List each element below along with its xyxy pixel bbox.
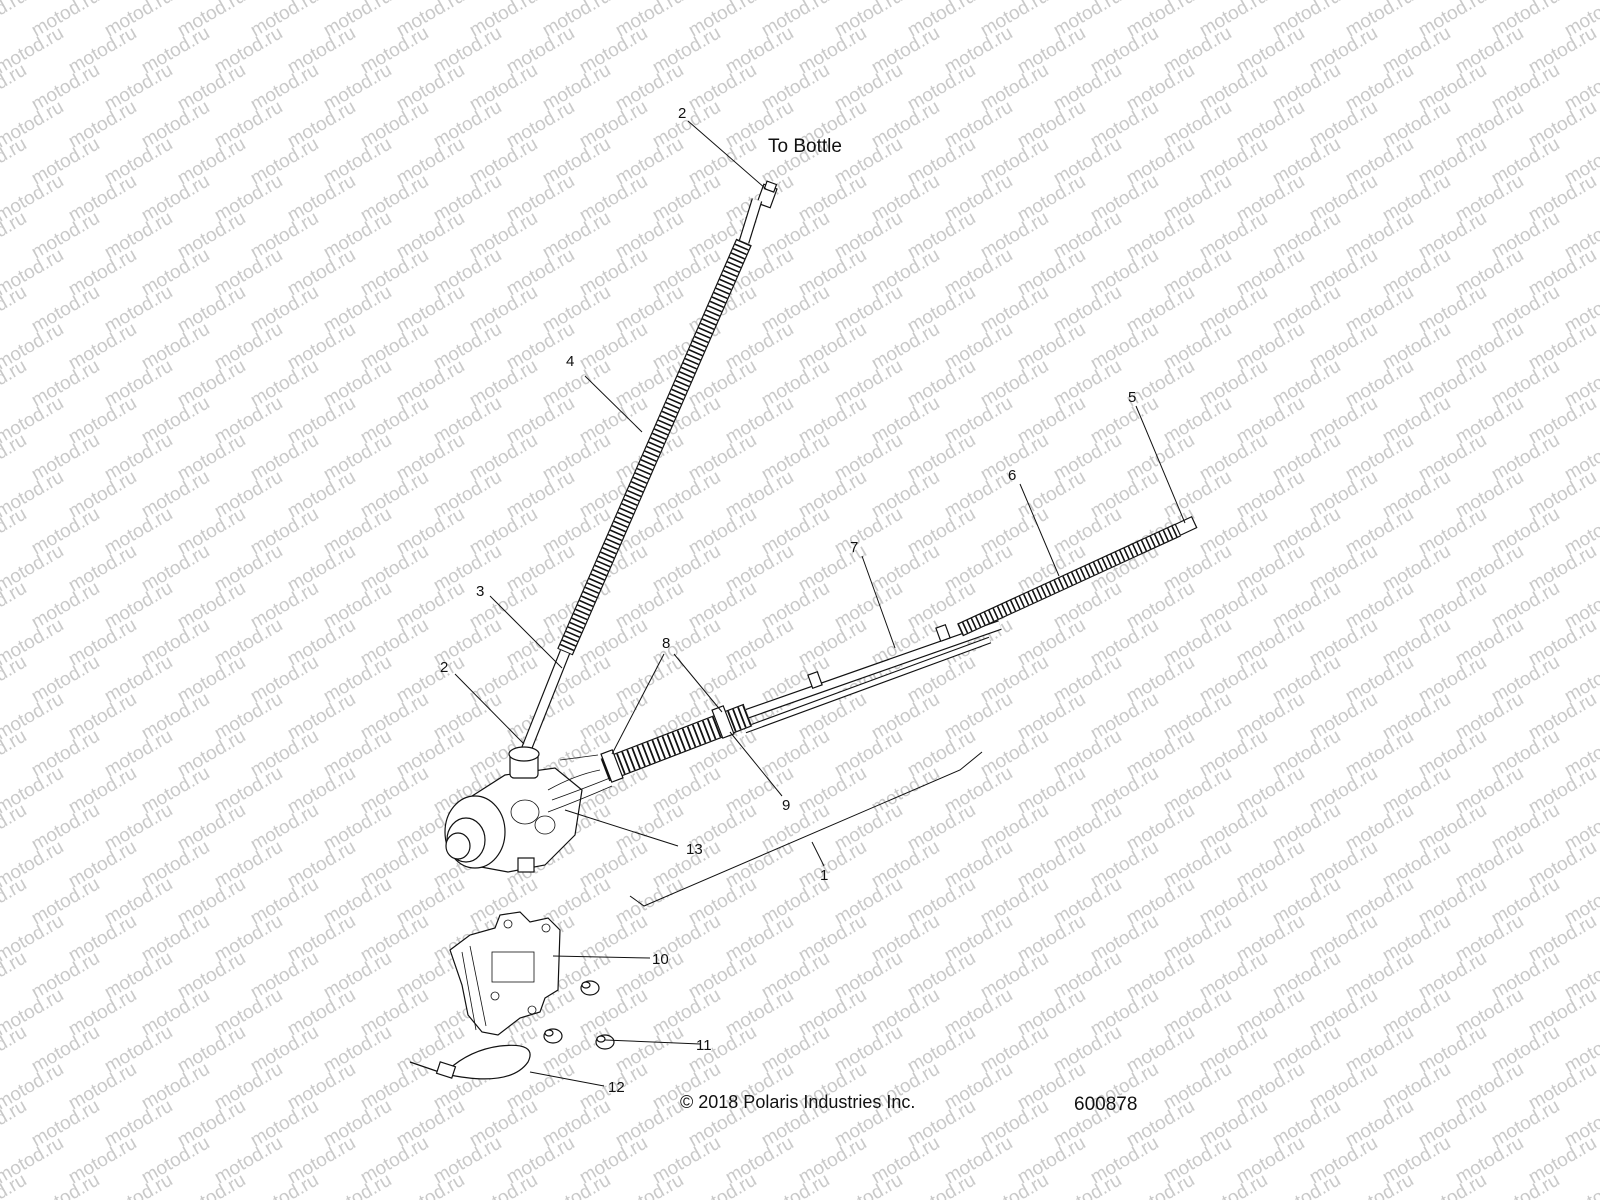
- watermark-text: motod.ru: [1050, 1170, 1125, 1200]
- cable-tie: [409, 1044, 531, 1080]
- watermark-text: motod.ru: [0, 282, 30, 338]
- watermark-text: motod.ru: [1561, 1170, 1600, 1200]
- callout-12: 12: [608, 1079, 625, 1096]
- watermark-text: motod.ru: [1269, 1170, 1344, 1200]
- watermark-text: motod.ru: [0, 578, 30, 634]
- callout-labels: 2 4 3 2 5 6 7 8 9 13 1 10 11 12: [440, 105, 1136, 1096]
- watermark-text: motod.ru: [0, 652, 30, 708]
- to-bottle-label: To Bottle: [768, 136, 842, 157]
- watermark-text: motod.ru: [831, 1170, 906, 1200]
- figure-number: 600878: [1074, 1094, 1137, 1115]
- watermark-text: motod.ru: [1342, 1170, 1417, 1200]
- watermark-text: motod.ru: [1415, 1170, 1490, 1200]
- hose-to-bottle: [520, 180, 778, 753]
- watermark-text: motod.ru: [0, 948, 30, 1004]
- watermark-text: motod.ru: [0, 1022, 30, 1078]
- callout-7: 7: [850, 539, 858, 556]
- leader-lines: [454, 120, 1186, 1087]
- watermark-text: motod.ru: [0, 134, 30, 190]
- copyright-text: © 2018 Polaris Industries Inc.: [680, 1092, 915, 1112]
- assembly-bracket: [629, 751, 983, 907]
- watermark-text: motod.ru: [320, 1170, 395, 1200]
- watermark-text: motod.ru: [0, 874, 30, 930]
- watermark-text: motod.ru: [393, 1170, 468, 1200]
- watermark-text: motod.ru: [174, 1170, 249, 1200]
- watermark-text: motod.ru: [101, 1170, 176, 1200]
- callout-2-top: 2: [678, 105, 686, 122]
- long-rod-assembly: [600, 515, 1198, 783]
- pump-motor-body: [444, 746, 613, 873]
- watermark-text: motod.ru: [247, 1170, 322, 1200]
- watermark-text: motod.ru: [539, 1170, 614, 1200]
- mounting-bracket: [449, 911, 561, 1036]
- callout-2-lower: 2: [440, 659, 448, 676]
- callout-5: 5: [1128, 389, 1136, 406]
- callout-13: 13: [686, 841, 703, 858]
- watermark-text: motod.ru: [1123, 1170, 1198, 1200]
- callout-10: 10: [652, 951, 669, 968]
- watermark-text: motod.ru: [758, 1170, 833, 1200]
- callout-6: 6: [1008, 467, 1016, 484]
- watermark-text: motod.ru: [0, 208, 30, 264]
- watermark-text: motod.ru: [612, 1170, 687, 1200]
- watermark-text: motod.ru: [0, 60, 30, 116]
- watermark-text: motod.ru: [0, 0, 30, 41]
- watermark-text: motod.ru: [0, 800, 30, 856]
- callout-11: 11: [696, 1037, 712, 1054]
- callout-1: 1: [820, 867, 828, 884]
- watermark-text: motod.ru: [0, 504, 30, 560]
- watermark-text: motod.ru: [0, 726, 30, 782]
- watermark-text: motod.ru: [0, 430, 30, 486]
- watermark-text: motod.ru: [0, 1096, 30, 1152]
- callout-3: 3: [476, 583, 484, 600]
- watermark-text: motod.ru: [1488, 1170, 1563, 1200]
- watermark-text: motod.ru: [0, 356, 30, 412]
- watermark-text: motod.ru: [466, 1170, 541, 1200]
- watermark-text: motod.ru: [1196, 1170, 1271, 1200]
- callout-4: 4: [566, 353, 574, 370]
- callout-8: 8: [662, 635, 670, 652]
- callout-9: 9: [782, 797, 790, 814]
- screws: [543, 980, 615, 1050]
- watermark-text: motod.ru: [685, 1170, 760, 1200]
- watermark-text: motod.ru: [28, 1170, 103, 1200]
- watermark-text: motod.ru: [904, 1170, 979, 1200]
- watermark-text: motod.ru: [977, 1170, 1052, 1200]
